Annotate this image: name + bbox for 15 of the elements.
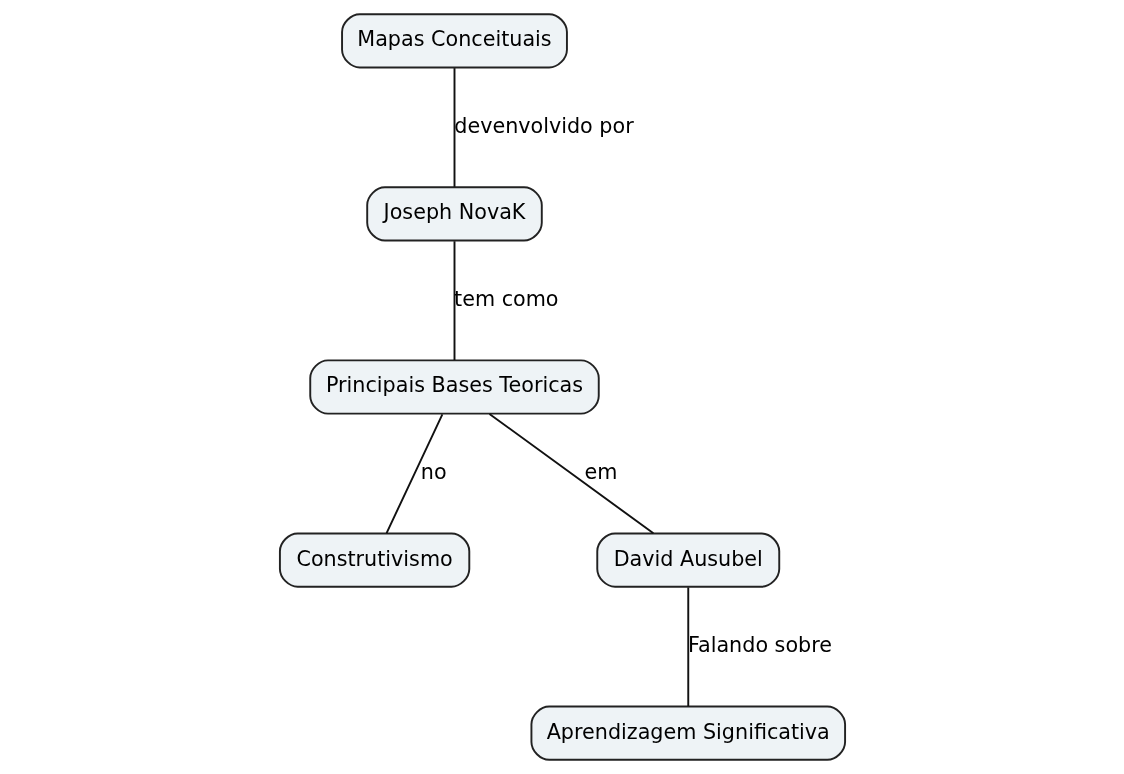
node-box: Construtivismo <box>278 532 470 588</box>
node-box: Mapas Conceituais <box>340 13 568 69</box>
edge-label: Falando sobre <box>687 633 832 658</box>
edge-label: em <box>584 460 617 485</box>
edge-label: no <box>420 460 447 485</box>
node-box: Aprendizagem Significativa <box>529 705 846 761</box>
connector <box>488 413 654 535</box>
node-box: Joseph NovaK <box>365 186 543 242</box>
connector <box>385 413 443 535</box>
connector <box>453 67 455 188</box>
connector <box>453 240 455 361</box>
node-box: Principais Bases Teoricas <box>308 359 600 415</box>
edge-label: devenvolvido por <box>453 113 634 138</box>
node-box: David Ausubel <box>595 532 780 588</box>
connector <box>686 586 689 708</box>
